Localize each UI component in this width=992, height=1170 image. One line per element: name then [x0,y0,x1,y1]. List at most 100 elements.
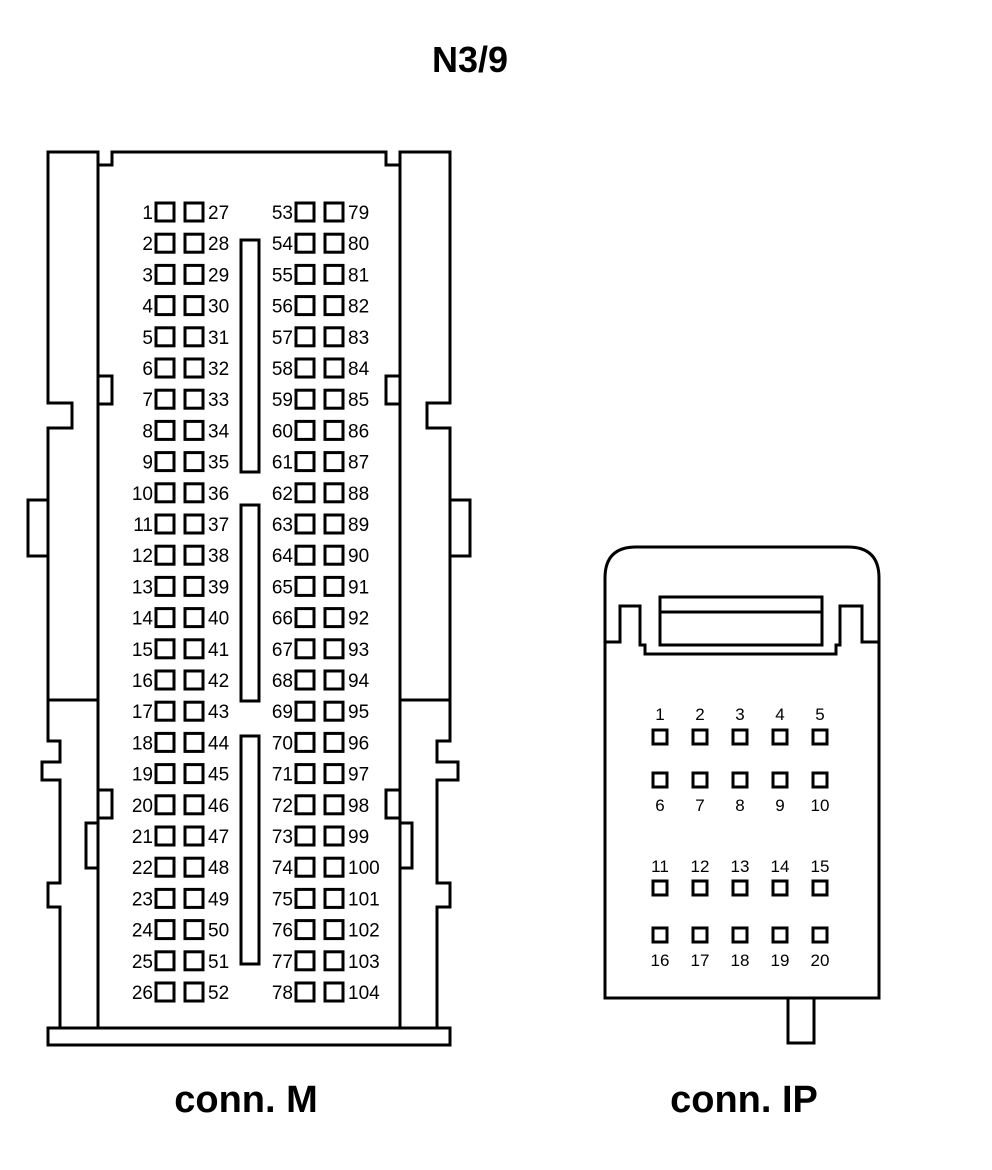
connector-m-pin-28 [183,232,205,254]
connector-m-pin-71 [294,763,316,785]
connector-m-pin-label: 25 [132,952,153,973]
connector-ip-pin-label: 12 [691,857,710,876]
connector-m-pin-label: 48 [208,858,229,879]
connector-m-pin-97 [323,763,345,785]
connector-m-pin-label: 72 [272,796,293,817]
connector-m-pin-57 [294,326,316,348]
connector-m-pin-87 [323,451,345,473]
connector-ip-pin-15 [811,879,829,897]
connector-m-pin-label: 82 [348,297,369,318]
connector-m-pin-74 [294,856,316,878]
connector-m-pin-100 [323,856,345,878]
connector-m-pin-label: 75 [272,889,293,910]
connector-m-pin-label: 24 [132,921,154,942]
connector-m-pin-label: 96 [348,733,369,754]
connector-m-pin-93 [323,638,345,660]
connector-ip-pin-5 [811,728,829,746]
connector-m-pin-label: 8 [142,421,153,442]
connector-ip-pin-label: 9 [775,796,784,815]
connector-m-pin-98 [323,794,345,816]
connector-m-pin-69 [294,700,316,722]
connector-ip-pin-label: 15 [811,857,830,876]
connector-ip-pin-12 [691,879,709,897]
connector-m-pin-label: 23 [132,889,153,910]
connector-m-pin-label: 71 [272,765,293,786]
connector-m-pin-label: 45 [208,765,229,786]
connector-m-pin-label: 70 [272,733,293,754]
connector-ip-pin-label: 18 [731,951,750,970]
connector-m-pin-label: 56 [272,297,293,318]
connector-m-pin-68 [294,669,316,691]
connector-m-pin-label: 53 [272,203,293,224]
connector-ip-pin-label: 7 [695,796,704,815]
connector-m-pin-label: 40 [208,609,229,630]
connector-m-pin-31 [183,326,205,348]
connector-m-pin-21 [154,825,176,847]
connector-m-pin-81 [323,263,345,285]
connector-m-pin-15 [154,638,176,660]
connector-m-pin-label: 52 [208,983,229,1004]
connector-m-pin-label: 69 [272,702,293,723]
connector-m-pin-85 [323,388,345,410]
connector-ip-pin-18 [731,926,749,944]
connector-m-pin-label: 74 [272,858,294,879]
connector-ip-housing [603,545,881,1045]
connector-m-pin-90 [323,544,345,566]
connector-m-pin-label: 19 [132,765,153,786]
connector-m-pin-label: 94 [348,671,370,692]
connector-m-pin-label: 10 [132,484,153,505]
connector-m-pin-label: 42 [208,671,229,692]
connector-m-pin-103 [323,950,345,972]
connector-m-pin-label: 66 [272,609,293,630]
connector-m-pin-92 [323,607,345,629]
connector-m-pin-36 [183,482,205,504]
connector-ip-pin-label: 16 [651,951,670,970]
connector-m-pin-label: 49 [208,889,229,910]
connector-m-pin-33 [183,388,205,410]
connector-m-pin-60 [294,419,316,441]
connector-m-pin-52 [183,981,205,1003]
connector-m-pin-label: 61 [272,453,293,474]
connector-ip-pin-label: 20 [811,951,830,970]
connector-m-pin-label: 41 [208,640,229,661]
connector-m-pin-51 [183,950,205,972]
connector-m-pin-5 [154,326,176,348]
connector-ip-pin-label: 10 [811,796,830,815]
connector-m-pin-label: 76 [272,921,293,942]
connector-m-pin-label: 79 [348,203,369,224]
connector-ip-pin-label: 11 [651,857,669,876]
connector-m-pin-label: 90 [348,546,369,567]
connector-m-pin-78 [294,981,316,1003]
connector-m-pin-82 [323,295,345,317]
connector-m-pin-label: 55 [272,265,293,286]
connector-m-pin-39 [183,575,205,597]
connector-m-pin-label: 38 [208,546,229,567]
connector-m-pin-45 [183,763,205,785]
connector-m-pin-label: 85 [348,390,369,411]
connector-ip-pin-label: 4 [775,705,784,724]
connector-m-pin-50 [183,919,205,941]
connector-m-pin-label: 73 [272,827,293,848]
connector-m-pin-77 [294,950,316,972]
connector-m-pin-label: 33 [208,390,229,411]
connector-m-pin-label: 64 [272,546,294,567]
connector-m-pin-label: 26 [132,983,153,1004]
connector-m-pin-80 [323,232,345,254]
connector-m-pin-2 [154,232,176,254]
connector-m-pin-6 [154,357,176,379]
connector-ip-pin-label: 5 [815,705,824,724]
connector-m-pin-11 [154,513,176,535]
connector-m-pin-61 [294,451,316,473]
connector-m-pin-label: 59 [272,390,293,411]
connector-ip-pin-8 [731,771,749,789]
connector-m-pin-17 [154,700,176,722]
connector-ip-pin-2 [691,728,709,746]
connector-m-pin-95 [323,700,345,722]
connector-m-pin-label: 100 [348,858,380,879]
connector-m-pin-label: 92 [348,609,369,630]
connector-m-pin-label: 101 [348,889,380,910]
connector-m-pin-3 [154,263,176,285]
connector-m-pin-label: 50 [208,921,229,942]
connector-m-pin-13 [154,575,176,597]
connector-m-pin-22 [154,856,176,878]
